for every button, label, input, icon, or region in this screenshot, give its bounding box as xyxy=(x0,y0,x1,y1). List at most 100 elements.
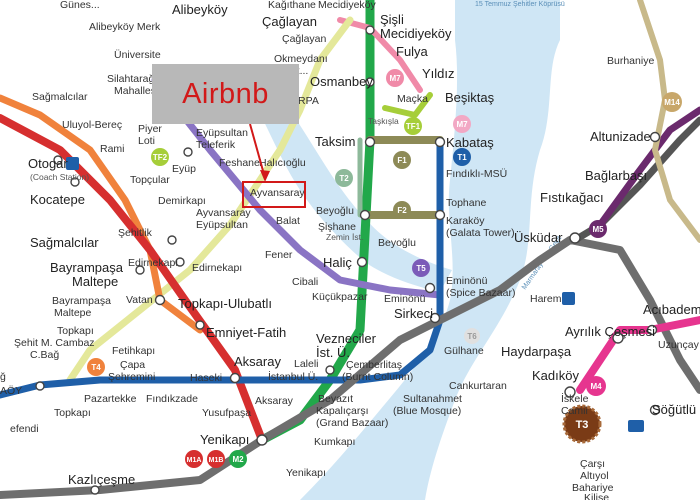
dot-kadikoy[interactable] xyxy=(564,386,576,398)
label-kagithane: Kağıthane xyxy=(268,0,316,11)
badge-m4-circle xyxy=(586,376,606,396)
dot-vezneciler[interactable] xyxy=(325,365,335,375)
line-purple-tram xyxy=(151,76,444,299)
dot-sisli[interactable] xyxy=(365,25,375,35)
badge-t4: T4 xyxy=(91,363,101,372)
dot-edirnekapi[interactable] xyxy=(175,257,185,267)
dot-sogutlu[interactable] xyxy=(649,404,661,416)
badge-t1: T1 xyxy=(457,153,467,162)
label-haseki: Haseki xyxy=(190,372,222,384)
badge-t2-circle xyxy=(335,169,353,187)
label-maltepe: Maltepe xyxy=(72,274,118,289)
label-iskele: İskele xyxy=(561,392,589,405)
label-capa: Çapa xyxy=(120,359,145,371)
label-kilise: Kilise xyxy=(584,492,609,500)
label-bahariye: Bahariye xyxy=(572,482,614,494)
dot-eminonu[interactable] xyxy=(424,282,436,294)
dot-halic[interactable] xyxy=(356,256,368,268)
badge-t5: T5 xyxy=(416,264,426,273)
label-bag-left: ğ xyxy=(0,371,6,383)
label-tophane: Tophane xyxy=(446,197,486,209)
badge-t5-circle xyxy=(412,259,430,277)
dot-kabatas[interactable] xyxy=(434,136,446,148)
badge-f1: F1 xyxy=(397,156,407,165)
label-sirkeci: Sirkeci xyxy=(394,306,433,321)
label-rami: Rami xyxy=(100,143,125,155)
label-galata-tower: (Galata Tower) xyxy=(446,227,515,239)
label-sagmalcilar: Sağmalcılar xyxy=(30,235,99,250)
label-spice-bazaar: (Spice Bazaar) xyxy=(446,287,515,299)
badge-m7: M7 xyxy=(389,74,401,83)
label-aksaray2: Aksaray xyxy=(255,395,294,407)
badge-t4-circle xyxy=(87,358,105,376)
label-alibeykoy-merk: Alibeyköy Merk xyxy=(89,21,161,33)
label-edirnekapi2: Edirnekapı xyxy=(192,262,242,274)
label-beyoglu: Beyoğlu xyxy=(378,237,416,249)
airbnb-callout: Airbnb xyxy=(152,64,299,124)
label-ayvansaray2: Ayvansaray xyxy=(196,207,251,219)
label-silahtaraga: Silahtarağa xyxy=(107,73,160,85)
badge-m14-circle xyxy=(662,92,682,112)
line-olive-m14 xyxy=(637,0,700,243)
label-aoy: AÖY xyxy=(0,385,22,397)
label-cibali: Cibali xyxy=(292,276,318,288)
dot-sishane[interactable] xyxy=(359,209,371,221)
label-edirnekapi1: Edirnekapı xyxy=(128,257,178,269)
dot-taksim[interactable] xyxy=(364,136,376,148)
label-topkapi: Topkapı xyxy=(57,325,94,337)
badge-m7-circle xyxy=(386,69,404,87)
dot-cbag[interactable] xyxy=(35,381,45,391)
badge-m2-circle xyxy=(229,450,247,468)
label-cankurtaran: Cankurtaran xyxy=(449,380,507,392)
label-pazartekke: Pazartekke xyxy=(84,393,137,405)
dot-yenikapi[interactable] xyxy=(256,434,268,446)
label-eminonu: Eminönü xyxy=(446,275,488,287)
dot-osmanbey[interactable] xyxy=(365,77,375,87)
label-gunesli: Günes... xyxy=(60,0,100,11)
label-efendi: efendi xyxy=(10,423,39,435)
badge-tf1-circle xyxy=(404,117,422,135)
label-burhaniye: Burhaniye xyxy=(607,55,654,67)
line-blue-t1 xyxy=(0,136,444,399)
dot-kazlicesme[interactable] xyxy=(90,485,100,495)
label-sishane: Şişhane xyxy=(318,221,356,233)
dot-uskudar[interactable] xyxy=(569,232,581,244)
dot-topkapi[interactable] xyxy=(154,294,166,306)
badge-t3: T3 xyxy=(576,419,589,431)
line-red-m1 xyxy=(0,114,266,444)
dot-sehitlik[interactable] xyxy=(167,235,177,245)
label-sehitlik: Şehitlik xyxy=(118,227,153,239)
label-topkapi-ulubatli: Topkapı-Ulubatlı xyxy=(178,296,272,311)
dot-ayrilik[interactable] xyxy=(612,332,624,344)
label-fetihkapi: Fetihkapı xyxy=(112,345,155,357)
dot-kocatepe[interactable] xyxy=(70,177,80,187)
label-bayrampasa: Bayrampaşa xyxy=(50,260,124,275)
label-halic: Haliç xyxy=(323,255,352,270)
badge-t6: T6 xyxy=(467,332,477,341)
label-findikli: Fındıklı-MSÜ xyxy=(446,168,507,180)
label-mecidiyekoy-top: Mecidiyeköy xyxy=(318,0,377,11)
dot-acibadem[interactable] xyxy=(646,324,658,336)
callout-arrow xyxy=(249,123,270,182)
label-balat: Balat xyxy=(276,215,300,227)
dot-emniyet[interactable] xyxy=(195,320,205,330)
bus-icon-harem xyxy=(562,292,575,305)
dot-otogar[interactable] xyxy=(53,155,63,165)
label-kumkapi: Kumkapı xyxy=(314,436,355,448)
ferry-icon xyxy=(628,420,644,432)
dot-sirkeci[interactable] xyxy=(429,312,441,324)
dot-vatan[interactable] xyxy=(135,265,145,275)
dot-karakoy[interactable] xyxy=(434,209,446,221)
dot-aksaray[interactable] xyxy=(229,372,241,384)
label-yusufpasa: Yusufpaşa xyxy=(202,407,251,419)
badge-m1a-circle xyxy=(185,450,203,468)
badge-m4: M4 xyxy=(590,382,602,391)
label-vatan: Vatan xyxy=(126,294,153,306)
dot-altunizade[interactable] xyxy=(649,131,661,143)
label-aksaray: Aksaray xyxy=(234,354,281,369)
dot-eyup[interactable] xyxy=(183,147,193,157)
label-kapalicarsi: Kapalıçarşı xyxy=(316,405,369,417)
label-topkapi2: Topkapı xyxy=(54,407,91,419)
label-feshane: Feshane xyxy=(219,157,260,169)
